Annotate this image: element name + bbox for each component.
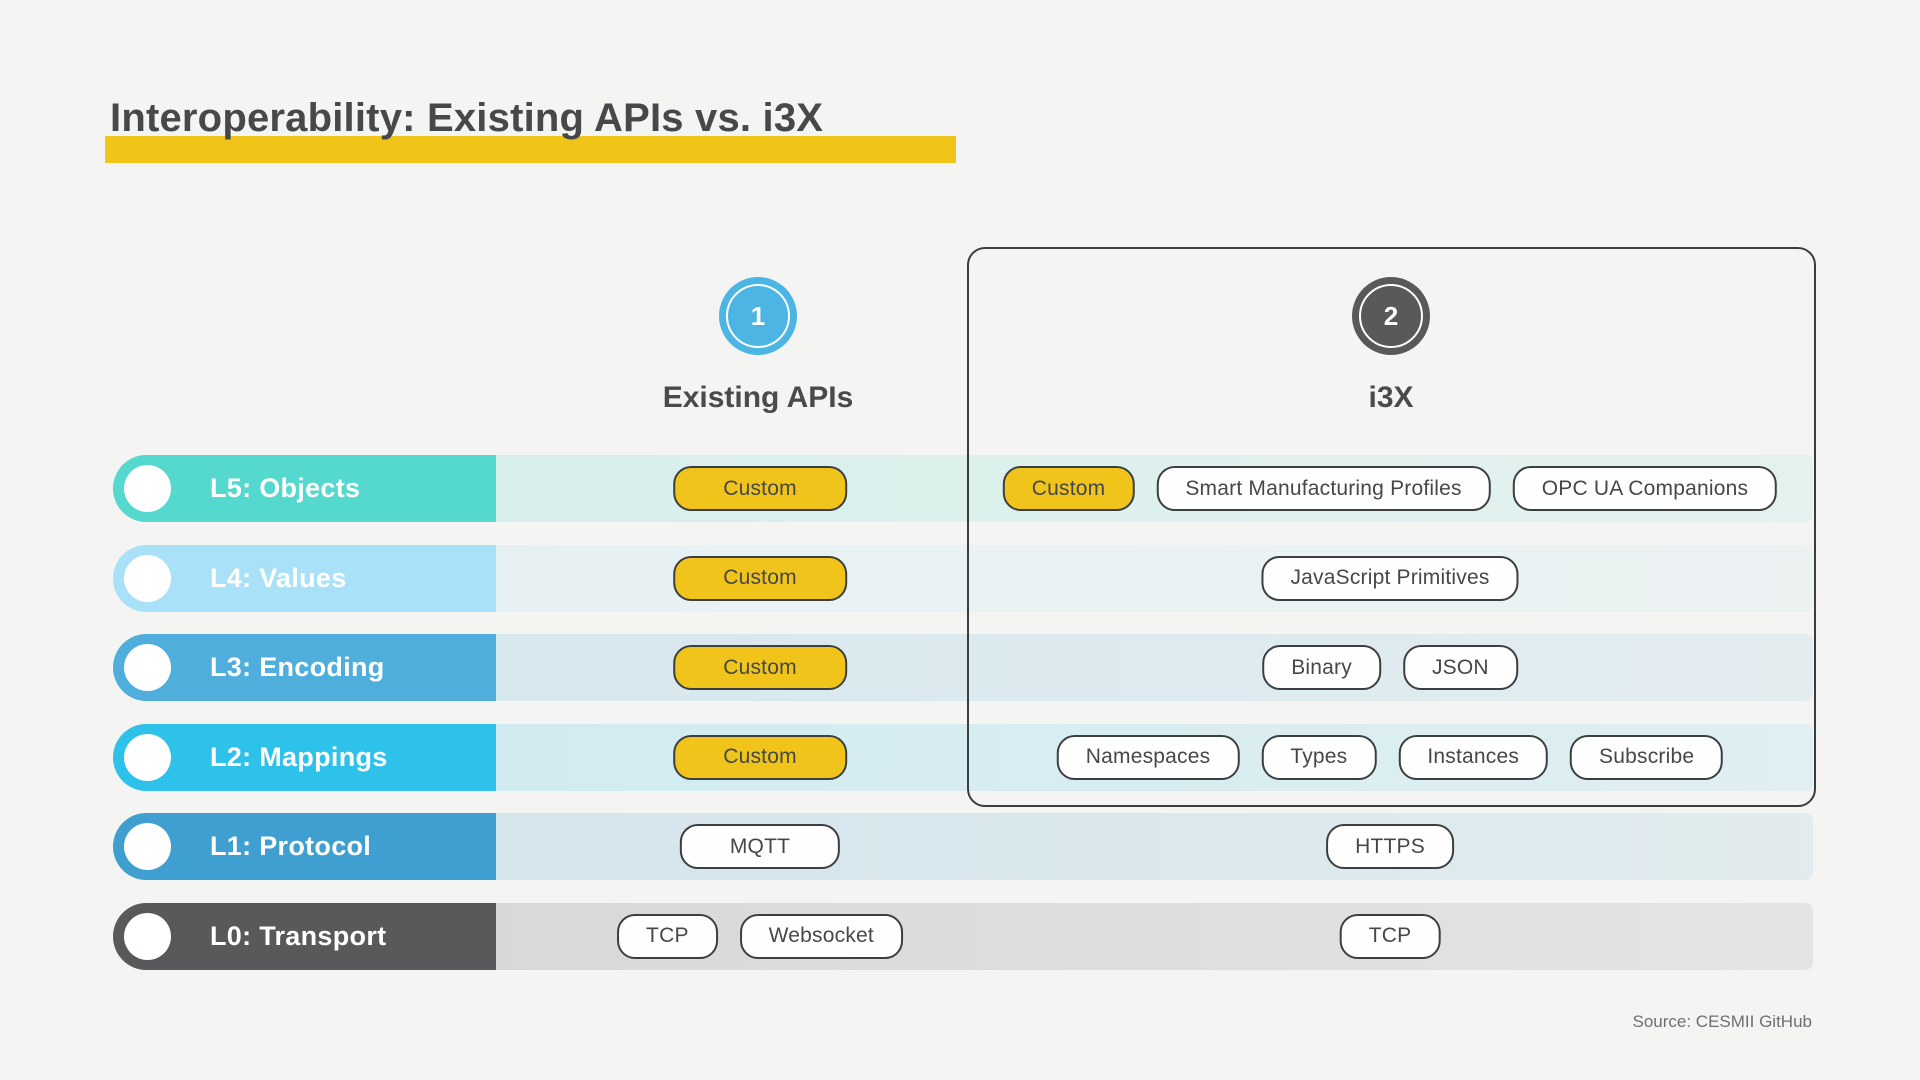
- existing-pills-l2: Custom: [673, 724, 847, 791]
- pill-namespaces: Namespaces: [1056, 734, 1240, 780]
- row-label-l5: L5: Objects: [113, 455, 496, 522]
- pill-subscribe: Subscribe: [1570, 734, 1724, 780]
- existing-pills-l1: MQTT: [679, 813, 841, 880]
- pill-json: JSON: [1402, 645, 1518, 690]
- badge-number-1: 1: [750, 300, 766, 331]
- existing-apis-badge: 1: [719, 277, 797, 355]
- pill-mqtt: MQTT: [679, 824, 841, 869]
- row-label-text: L0: Transport: [210, 920, 387, 951]
- row-bullet-circle: [124, 823, 171, 870]
- pill-instances: Instances: [1398, 734, 1549, 780]
- i3x-badge: 2: [1352, 277, 1430, 355]
- i3x-outline-box: [967, 247, 1816, 807]
- i3x-pills-l2: Namespaces Types Instances Subscribe: [1056, 724, 1724, 791]
- i3x-pills-l4: JavaScript Primitives: [1261, 545, 1519, 612]
- pill-tcp: TCP: [1339, 913, 1441, 959]
- title-highlight-bar: [105, 136, 956, 163]
- i3x-pills-l3: Binary JSON: [1262, 634, 1518, 701]
- row-label-l0: L0: Transport: [113, 902, 496, 970]
- pill-binary: Binary: [1262, 645, 1381, 690]
- pill-https: HTTPS: [1326, 824, 1454, 869]
- pill-websocket: Websocket: [739, 913, 903, 959]
- pill-javascript-primitives: JavaScript Primitives: [1261, 555, 1519, 601]
- row-l0: L0: Transport TCP Websocket TCP: [113, 902, 1813, 970]
- pill-custom: Custom: [673, 645, 847, 690]
- row-label-text: L1: Protocol: [210, 831, 372, 861]
- row-l5: L5: Objects Custom Custom Smart Manufacturi…: [113, 455, 1813, 522]
- i3x-pills-l0: TCP: [1339, 903, 1441, 970]
- row-label-l2: L2: Mappings: [113, 723, 496, 791]
- row-label-l3: L3: Encoding: [113, 634, 496, 701]
- pill-custom: Custom: [1002, 466, 1135, 511]
- row-bullet-circle: [124, 912, 171, 960]
- i3x-column-label: i3X: [1368, 381, 1414, 414]
- row-label-l1: L1: Protocol: [113, 813, 496, 880]
- row-label-text: L5: Objects: [210, 473, 361, 503]
- row-label-l4: L4: Values: [113, 544, 496, 612]
- existing-pills-l5: Custom: [673, 455, 847, 522]
- pill-custom: Custom: [673, 734, 847, 780]
- row-bullet-circle: [124, 554, 171, 602]
- row-bullet-circle: [124, 733, 171, 781]
- row-bullet-circle: [124, 644, 171, 691]
- row-l4: L4: Values Custom JavaScript Primitives: [113, 544, 1813, 612]
- existing-pills-l3: Custom: [673, 634, 847, 701]
- page-title: Interoperability: Existing APIs vs. i3X: [110, 96, 824, 140]
- row-l1: L1: Protocol MQTT HTTPS: [113, 813, 1813, 880]
- row-label-text: L4: Values: [210, 562, 347, 593]
- i3x-pills-l5: Custom Smart Manufacturing Profiles OPC UA…: [1002, 455, 1778, 522]
- title-block: Interoperability: Existing APIs vs. i3X: [105, 96, 956, 163]
- row-bullet-circle: [124, 465, 171, 512]
- source-credit: Source: CESMII GitHub: [1632, 1012, 1812, 1031]
- existing-apis-column-label: Existing APIs: [662, 381, 854, 414]
- existing-pills-l0: TCP Websocket: [617, 903, 903, 970]
- pill-custom: Custom: [673, 466, 847, 511]
- row-label-text: L3: Encoding: [210, 652, 385, 682]
- pill-tcp: TCP: [617, 913, 718, 959]
- pill-smart-manufacturing-profiles: Smart Manufacturing Profiles: [1156, 466, 1491, 511]
- existing-pills-l4: Custom: [673, 545, 847, 612]
- pill-custom: Custom: [673, 555, 847, 601]
- row-l2: L2: Mappings Custom Namespaces Types Instanc…: [113, 723, 1813, 791]
- badge-number-2: 2: [1383, 300, 1399, 331]
- pill-types: Types: [1261, 734, 1377, 780]
- pill-opc-ua-companions: OPC UA Companions: [1512, 466, 1778, 511]
- row-label-text: L2: Mappings: [210, 741, 388, 772]
- i3x-pills-l1: HTTPS: [1326, 813, 1454, 880]
- row-l3: L3: Encoding Custom Binary JSON: [113, 634, 1813, 701]
